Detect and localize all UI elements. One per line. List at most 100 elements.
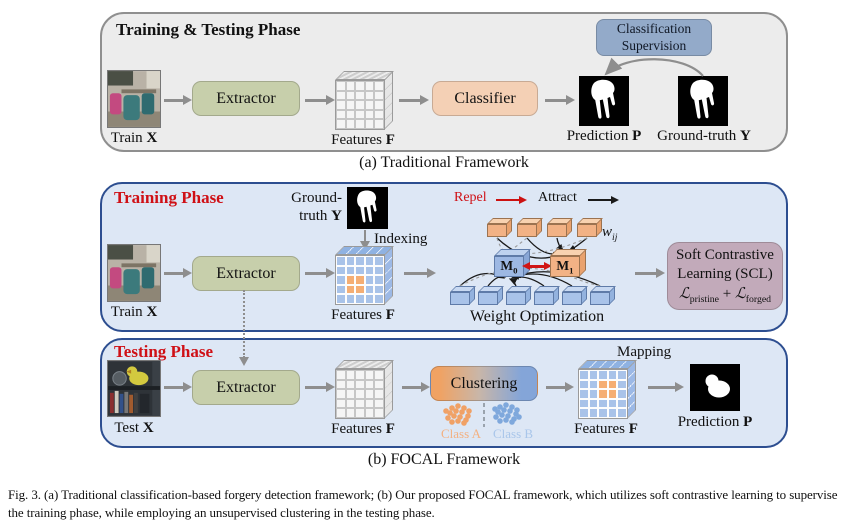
ground-truth-label-training: Ground- truth Y bbox=[291, 190, 342, 224]
pristine-feature-cube bbox=[506, 286, 532, 305]
ground-truth-y-label: Ground-truth Y bbox=[657, 128, 751, 144]
pristine-feature-cube bbox=[478, 286, 504, 305]
feature-cell bbox=[336, 265, 346, 276]
feature-cell bbox=[598, 379, 608, 390]
feature-cell bbox=[588, 408, 599, 418]
extractor-box-a: Extractor bbox=[192, 81, 300, 116]
feature-cell bbox=[364, 100, 375, 110]
pristine-feature-cube bbox=[562, 286, 588, 305]
supervision-arrow bbox=[604, 57, 704, 77]
feature-cell bbox=[345, 389, 356, 399]
flow-arrow bbox=[399, 95, 429, 105]
feature-cell bbox=[598, 398, 608, 409]
classifier-box: Classifier bbox=[432, 81, 538, 116]
feature-cell bbox=[345, 275, 356, 285]
memory-m1-cube: M1 bbox=[550, 249, 587, 277]
scl-loss-formula: ℒpristine + ℒforged bbox=[678, 285, 772, 305]
cube-front-face bbox=[335, 255, 385, 305]
test-x-label: Test X bbox=[114, 420, 154, 436]
feature-cell bbox=[355, 109, 365, 120]
feature-cell bbox=[364, 109, 375, 120]
panel-b-testing: Testing Phase Test X Extractor bbox=[100, 338, 788, 448]
cube-front-face bbox=[578, 369, 628, 419]
flow-arrow bbox=[305, 95, 335, 105]
feature-cell bbox=[374, 408, 384, 418]
feature-cell bbox=[374, 90, 384, 101]
feature-cell bbox=[355, 275, 365, 285]
flow-arrow bbox=[164, 382, 192, 392]
indexing-label: Indexing bbox=[374, 231, 428, 247]
feature-cell bbox=[598, 370, 608, 380]
feature-cell bbox=[336, 81, 346, 91]
feature-cell bbox=[374, 119, 384, 129]
feature-cell bbox=[579, 389, 589, 399]
feature-cell bbox=[336, 109, 346, 120]
feature-cell bbox=[374, 256, 384, 266]
feature-cell bbox=[607, 379, 618, 390]
cube-front-face bbox=[335, 369, 385, 419]
flow-arrow bbox=[305, 268, 335, 278]
cube-right-face bbox=[384, 360, 393, 419]
prediction-p-label: Prediction P bbox=[566, 128, 642, 144]
extractor-box-training: Extractor bbox=[192, 256, 300, 291]
feature-cell bbox=[364, 389, 375, 399]
feature-cell bbox=[579, 408, 589, 418]
classification-supervision-box: Classification Supervision bbox=[596, 19, 712, 56]
training-phase-title: Training Phase bbox=[114, 188, 224, 207]
m1-label: M1 bbox=[550, 256, 580, 277]
features-cube-training bbox=[335, 246, 394, 305]
feature-cell bbox=[345, 81, 356, 91]
feature-cell bbox=[345, 370, 356, 380]
panel-b-training: Training Phase Ground- truth Y Indexing … bbox=[100, 182, 788, 332]
feature-cell bbox=[364, 408, 375, 418]
forged-feature-cube bbox=[577, 218, 603, 237]
feature-cell bbox=[598, 389, 608, 399]
feature-cell bbox=[364, 284, 375, 295]
panel-a-traditional: Training & Testing Phase Train X Extract… bbox=[100, 12, 788, 152]
scl-box: Soft Contrastive Learning (SCL) ℒpristin… bbox=[667, 242, 783, 310]
cube-right-face bbox=[627, 360, 636, 419]
feature-cell bbox=[617, 398, 627, 409]
feature-cell bbox=[336, 100, 346, 110]
feature-cell bbox=[336, 119, 346, 129]
feature-cell bbox=[355, 100, 365, 110]
feature-cell bbox=[364, 379, 375, 390]
feature-cell bbox=[617, 370, 627, 380]
flow-arrow bbox=[164, 95, 192, 105]
weight-optimization-label: Weight Optimization bbox=[469, 308, 605, 325]
feature-cell bbox=[579, 398, 589, 409]
feature-cell bbox=[336, 398, 346, 409]
feature-cell bbox=[336, 275, 346, 285]
feature-cell bbox=[374, 265, 384, 276]
memory-m0-cube: M0 bbox=[494, 249, 531, 277]
feature-cell bbox=[336, 408, 346, 418]
repel-double-arrow bbox=[522, 262, 552, 270]
class-a-label: Class A bbox=[440, 426, 482, 441]
feature-cell bbox=[345, 265, 356, 276]
cube-right-face bbox=[384, 71, 393, 130]
feature-cell bbox=[355, 379, 365, 390]
features-f-label-training: Features F bbox=[331, 307, 395, 323]
feature-cell bbox=[364, 398, 375, 409]
pristine-feature-cube bbox=[450, 286, 476, 305]
feature-cell bbox=[374, 389, 384, 399]
flow-arrow bbox=[546, 382, 574, 392]
caption-a: (a) Traditional Framework bbox=[359, 154, 529, 171]
feature-cell bbox=[374, 100, 384, 110]
feature-cell bbox=[345, 90, 356, 101]
feature-cell bbox=[588, 370, 599, 380]
feature-cell bbox=[607, 398, 618, 409]
indexing-arrow bbox=[360, 230, 370, 250]
feature-cell bbox=[355, 294, 365, 304]
cluster-dots bbox=[443, 402, 522, 427]
feature-cell bbox=[336, 284, 346, 295]
flow-arrow bbox=[404, 268, 436, 278]
forged-feature-cube bbox=[487, 218, 513, 237]
feature-cell bbox=[364, 90, 375, 101]
groundtruth-thumb bbox=[347, 187, 388, 229]
feature-cell bbox=[588, 389, 599, 399]
feature-cell bbox=[345, 284, 356, 295]
train-x-label: Train X bbox=[110, 130, 158, 146]
feature-cell bbox=[364, 256, 375, 266]
feature-cell bbox=[374, 275, 384, 285]
